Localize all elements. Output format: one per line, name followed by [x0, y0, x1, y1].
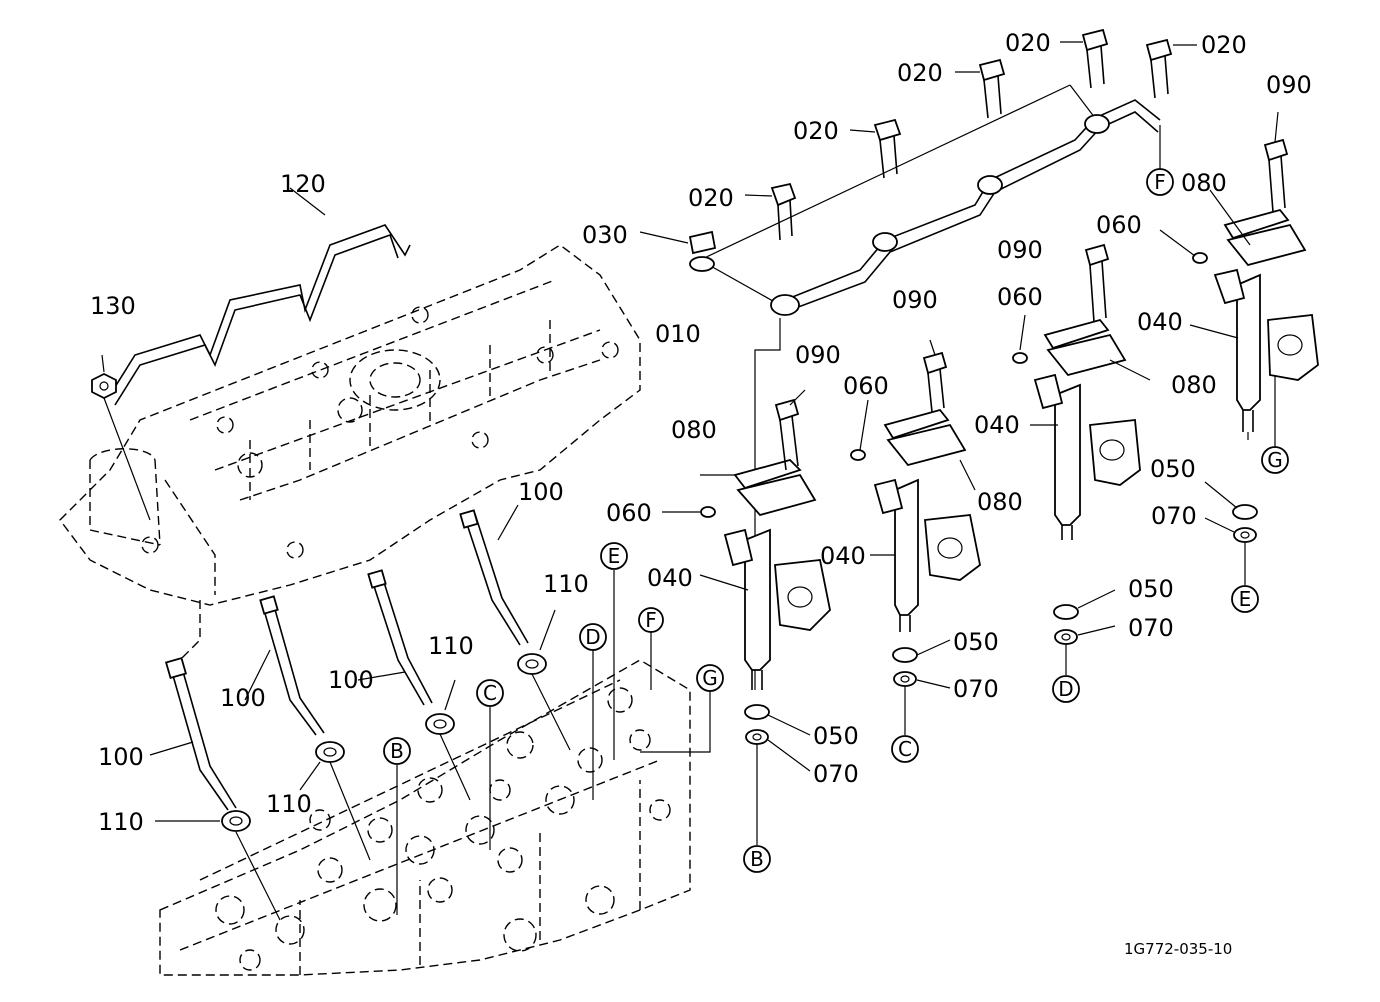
label-090: 090: [1266, 71, 1312, 99]
label-060: 060: [843, 372, 889, 400]
label-080: 080: [977, 488, 1023, 516]
label-110: 110: [266, 790, 312, 818]
label-050: 050: [1128, 575, 1174, 603]
label-070: 070: [953, 675, 999, 703]
label-020: 020: [1201, 31, 1247, 59]
ref-e-left: E: [608, 544, 621, 568]
ref-d-left: D: [585, 625, 600, 649]
injector-assembly-e: [1159, 111, 1319, 585]
bolts-020: [744, 28, 1197, 241]
label-020: 020: [793, 117, 839, 145]
reference-leaders: [396, 570, 711, 915]
reference-markers: F G E D C B E F D G C B: [383, 168, 1289, 873]
label-020: 020: [897, 59, 943, 87]
glow-plugs-100: [149, 504, 529, 811]
label-060: 060: [997, 283, 1043, 311]
nut-130: [91, 354, 151, 521]
label-100: 100: [220, 684, 266, 712]
clamp-030: [639, 230, 717, 272]
label-040: 040: [820, 542, 866, 570]
cylinder-head-cover: [59, 244, 641, 666]
label-020: 020: [688, 184, 734, 212]
label-080: 080: [1171, 371, 1217, 399]
label-010: 010: [655, 320, 701, 348]
cylinder-head: [159, 659, 691, 976]
label-090: 090: [892, 286, 938, 314]
injector-assembly-c: [850, 339, 981, 735]
label-080: 080: [671, 416, 717, 444]
ref-f-left: F: [645, 608, 657, 632]
ref-b-left: B: [390, 739, 404, 763]
label-050: 050: [953, 628, 999, 656]
label-040: 040: [974, 411, 1020, 439]
label-100: 100: [328, 666, 374, 694]
bracket-120: [109, 187, 411, 406]
label-120: 120: [280, 170, 326, 198]
label-070: 070: [1151, 502, 1197, 530]
ref-d-right: D: [1058, 677, 1073, 701]
injector-assembly-b: [662, 389, 831, 845]
ref-c-right: C: [898, 737, 912, 761]
label-090: 090: [997, 236, 1043, 264]
label-110: 110: [428, 632, 474, 660]
ref-b-right: B: [750, 847, 764, 871]
label-100: 100: [518, 478, 564, 506]
label-060: 060: [606, 499, 652, 527]
label-130: 130: [90, 292, 136, 320]
label-090: 090: [795, 341, 841, 369]
part-labels: 120 130 100 100 100 100 110 110 110 110 …: [90, 29, 1312, 836]
label-070: 070: [813, 760, 859, 788]
leak-off-pipe-010: [699, 84, 1161, 690]
label-050: 050: [1150, 455, 1196, 483]
label-110: 110: [98, 808, 144, 836]
label-070: 070: [1128, 614, 1174, 642]
label-060: 060: [1096, 211, 1142, 239]
label-020: 020: [1005, 29, 1051, 57]
label-050: 050: [813, 722, 859, 750]
ref-e-right: E: [1239, 587, 1252, 611]
ref-c-left: C: [483, 681, 497, 705]
injector-assembly-d: [1012, 243, 1151, 675]
label-040: 040: [1137, 308, 1183, 336]
ref-g-left: G: [702, 666, 718, 690]
label-080: 080: [1181, 169, 1227, 197]
label-110: 110: [543, 570, 589, 598]
ref-f-top: F: [1154, 170, 1166, 194]
drawing-code: 1G772-035-10: [1124, 940, 1232, 958]
label-040: 040: [647, 564, 693, 592]
label-100: 100: [98, 743, 144, 771]
ref-g-right: G: [1267, 448, 1283, 472]
label-030: 030: [582, 221, 628, 249]
washers-110: [155, 609, 571, 921]
